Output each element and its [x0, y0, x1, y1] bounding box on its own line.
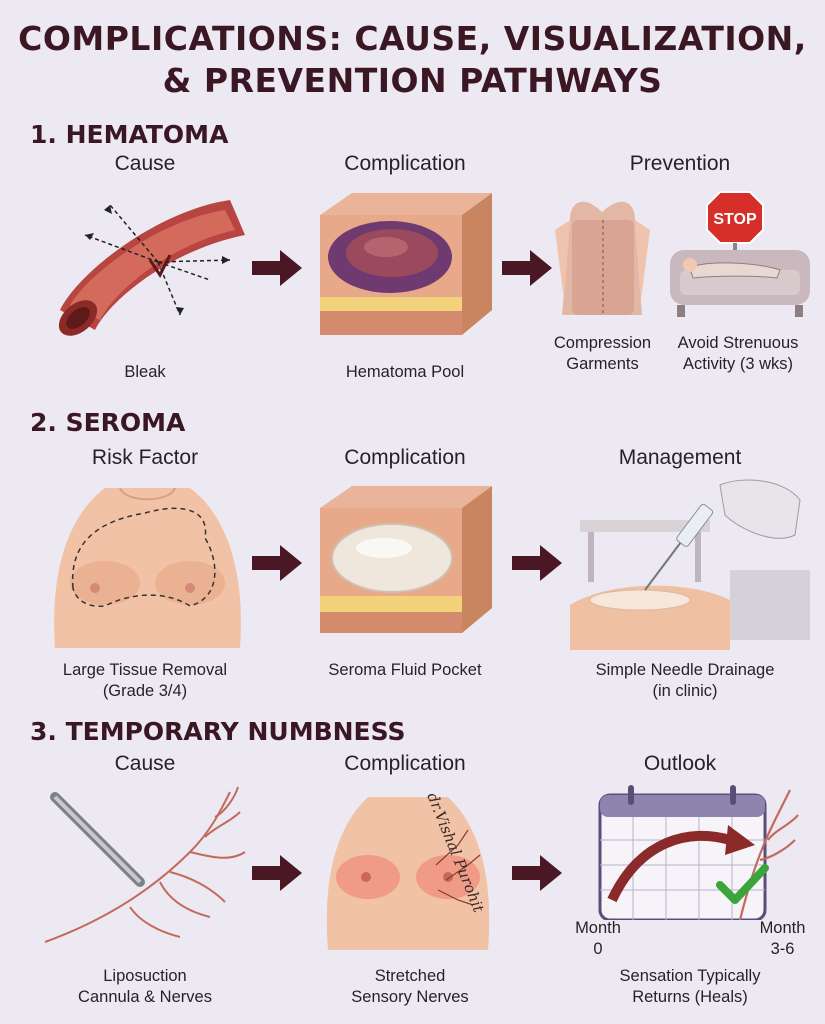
cannula-caption: Liposuction Cannula & Nerves — [50, 966, 240, 1008]
seroma-pocket-caption: Seroma Fluid Pocket — [328, 661, 482, 679]
month-end-value: 3-6 — [770, 940, 795, 958]
arrow-right-icon — [502, 250, 552, 286]
calendar-recovery-illustration — [598, 785, 799, 920]
hematoma-complication-heading: Complication — [344, 152, 466, 175]
month-start-label: Month 0 — [568, 918, 628, 960]
bleeding-vessel-illustration — [58, 200, 245, 336]
title-line-1: COMPLICATIONS: CAUSE, VISUALIZATION, — [18, 19, 807, 58]
tissue-removal-illustration — [54, 487, 241, 648]
arrow-right-icon — [252, 545, 302, 581]
compression-garment-illustration — [555, 201, 650, 315]
seroma-complication-heading: Complication — [344, 446, 466, 469]
tissue-removal-line-1: Large Tissue Removal — [62, 661, 228, 679]
numbness-complication-heading: Complication — [344, 752, 466, 775]
stretched-nerves-line-2: Sensory Nerves — [351, 988, 469, 1006]
seroma-management-heading: Management — [618, 446, 742, 469]
outlook-caption: Sensation Typically Returns (Heals) — [580, 966, 800, 1008]
hematoma-cause-heading: Cause — [114, 152, 176, 175]
hematoma-pool-caption: Hematoma Pool — [345, 363, 465, 381]
cannula-line-1: Liposuction — [103, 967, 187, 985]
needle-drainage-caption: Simple Needle Drainage (in clinic) — [560, 660, 810, 702]
cannula-nerves-illustration — [44, 786, 246, 943]
numbness-outlook-heading: Outlook — [643, 752, 717, 775]
compression-garments-caption: Compression Garments — [553, 334, 652, 373]
section-hematoma-title: 1. HEMATOMA — [30, 120, 229, 149]
bleak-caption: Bleak — [124, 363, 166, 381]
stretched-nerves-illustration — [326, 797, 490, 950]
arrow-right-icon — [512, 545, 562, 581]
stop-sign-label: STOP — [713, 211, 757, 228]
cannula-line-2: Cannula & Nerves — [78, 988, 212, 1006]
seroma-pocket-illustration — [320, 486, 492, 633]
arrow-right-icon — [512, 855, 562, 891]
month-end-word: Month — [759, 919, 806, 937]
needle-drainage-line-1: Simple Needle Drainage — [595, 661, 775, 679]
outlook-line-2: Returns (Heals) — [632, 988, 748, 1006]
arrow-right-icon — [252, 855, 302, 891]
hematoma-pool-illustration — [320, 193, 492, 335]
title-line-2: & PREVENTION PATHWAYS — [162, 61, 663, 100]
month-start-value: 0 — [593, 940, 603, 958]
rest-on-sofa-illustration: STOP — [670, 191, 810, 317]
numbness-cause-heading: Cause — [114, 752, 176, 775]
month-start-word: Month — [575, 919, 621, 937]
arrow-right-icon — [252, 250, 302, 286]
section-seroma-title: 2. SEROMA — [30, 408, 186, 437]
seroma-risk-heading: Risk Factor — [91, 446, 199, 469]
needle-drainage-line-2: (in clinic) — [652, 682, 718, 700]
page-title: COMPLICATIONS: CAUSE, VISUALIZATION, & P… — [0, 18, 825, 102]
tissue-removal-line-2: (Grade 3/4) — [102, 682, 188, 700]
month-end-label: Month 3-6 — [750, 918, 815, 960]
stretched-nerves-caption: Stretched Sensory Nerves — [320, 966, 500, 1008]
avoid-activity-caption: Avoid Strenuous Activity (3 wks) — [677, 334, 799, 373]
tissue-removal-caption: Large Tissue Removal (Grade 3/4) — [35, 660, 255, 702]
section-numbness-title: 3. TEMPORARY NUMBNESS — [30, 717, 406, 746]
stretched-nerves-line-1: Stretched — [374, 967, 446, 985]
hematoma-prevention-heading: Prevention — [629, 152, 731, 175]
needle-drainage-illustration — [570, 479, 810, 650]
outlook-line-1: Sensation Typically — [619, 967, 761, 985]
